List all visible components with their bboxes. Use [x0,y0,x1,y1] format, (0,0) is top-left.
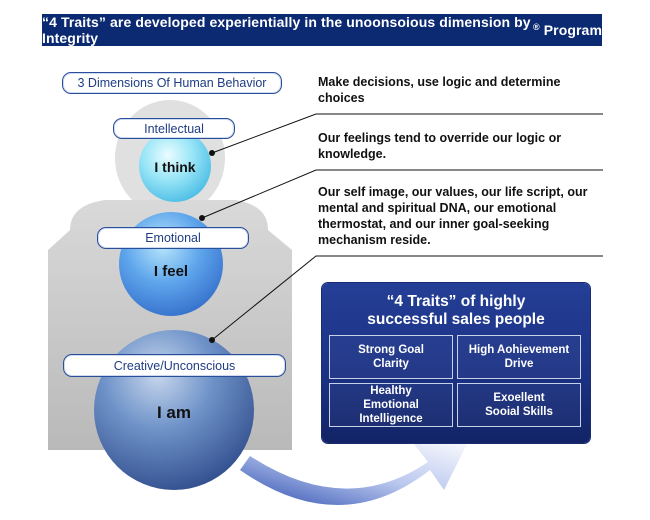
description-creative: Our self image, our values, our life scr… [318,185,588,247]
description-intellectual: Make decisions, use logic and determine … [318,75,561,105]
traits-title-line2: successful sales people [367,311,545,328]
registered-mark: ® [533,22,540,32]
leader-line-emotional [201,169,603,219]
dimensions-label: 3 Dimensions Of Human Behavior [62,72,282,94]
sphere-think-label: I think [154,159,196,175]
trait-line: Drive [504,358,534,370]
traits-panel: “4 Traits” of highly successful sales pe… [322,283,590,443]
trait-line: Healthy [370,385,412,397]
traits-title-line1: “4 Traits” of highly [386,293,526,310]
traits-panel-title: “4 Traits” of highly successful sales pe… [322,293,590,329]
description-emotional: Our feelings tend to override our logic … [318,131,562,161]
leader-dot-creative [209,337,215,343]
leader-line-creative [211,255,603,341]
sphere-think [139,130,211,202]
trait-line: Sooial Skills [485,406,553,418]
curved-arrow [240,438,470,505]
sphere-am-label: I am [156,403,192,422]
banner-suffix: Program [539,22,602,38]
leader-line-intellectual [211,113,603,154]
trait-line: Exoellent [493,392,545,404]
title-banner: “4 Traits” are developed experientially … [42,14,602,46]
pill-emotional: Emotional [97,227,249,249]
pill-intellectual: Intellectual [113,118,235,139]
trait-line: Emotional Intelligence [359,399,423,425]
trait-line: High Aohievement [468,344,570,356]
pill-creative: Creative/Unconscious [63,354,286,377]
trait-line: Clarity [373,358,409,370]
sphere-feel-label: I feel [153,263,189,280]
trait-line: Strong Goal [358,344,424,356]
banner-text: “4 Traits” are developed experientially … [42,14,531,46]
leader-dot-intellectual [209,150,215,156]
leader-dot-emotional [199,215,205,221]
